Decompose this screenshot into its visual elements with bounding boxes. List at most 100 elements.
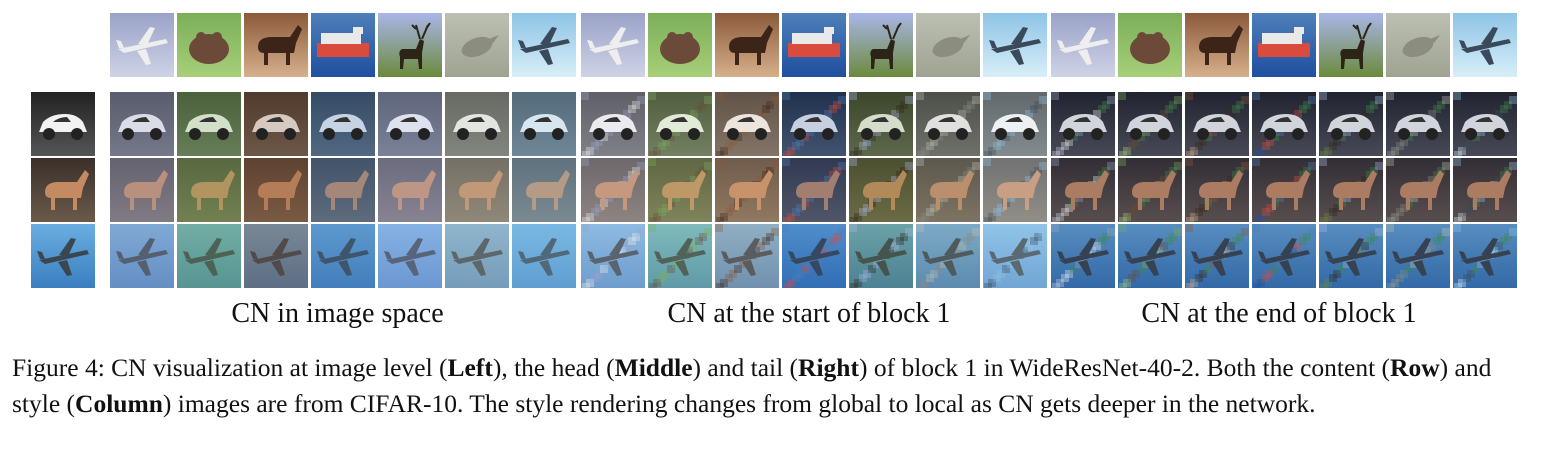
stylized-end-row1-col7 [1453,92,1517,156]
stylized-start-row3-col7 [983,224,1047,288]
style-image-end-1 [1051,13,1115,77]
style-image-start-6 [916,13,980,77]
stylized-start-row3-col2 [648,224,712,288]
style-image-start-7 [983,13,1047,77]
style-image-start-1 [581,13,645,77]
stylized-end-row3-col4 [1252,224,1316,288]
stylized-image-row3-col6 [445,224,509,288]
stylized-image-row1-col2 [177,92,241,156]
caption-text: Figure 4: CN visualization at image leve… [12,353,448,382]
stylized-end-row3-col5 [1319,224,1383,288]
stylized-image-row2-col5 [378,158,442,222]
panel-label-image-space: CN in image space [231,298,444,329]
stylized-end-row3-col6 [1386,224,1450,288]
stylized-end-row1-col1 [1051,92,1115,156]
stylized-image-row1-col1 [110,92,174,156]
caption-bold-row: Row [1390,353,1440,382]
stylized-start-row2-col5 [849,158,913,222]
stylized-end-row3-col1 [1051,224,1115,288]
stylized-image-row2-col2 [177,158,241,222]
content-image-1 [31,92,95,156]
stylized-start-row1-col3 [715,92,779,156]
stylized-end-row1-col3 [1185,92,1249,156]
stylized-end-row3-col7 [1453,224,1517,288]
stylized-start-row2-col6 [916,158,980,222]
style-image-start-4 [782,13,846,77]
stylized-end-row1-col2 [1118,92,1182,156]
stylized-image-row2-col7 [512,158,576,222]
stylized-start-row1-col7 [983,92,1047,156]
style-image-end-5 [1319,13,1383,77]
stylized-start-row1-col4 [782,92,846,156]
stylized-end-row1-col5 [1319,92,1383,156]
style-image-image-7 [512,13,576,77]
stylized-image-row3-col3 [244,224,308,288]
stylized-image-row3-col4 [311,224,375,288]
stylized-image-row3-col5 [378,224,442,288]
stylized-end-row2-col2 [1118,158,1182,222]
stylized-start-row3-col5 [849,224,913,288]
stylized-image-row2-col4 [311,158,375,222]
style-image-end-2 [1118,13,1182,77]
stylized-start-row2-col2 [648,158,712,222]
style-image-end-6 [1386,13,1450,77]
stylized-image-row2-col3 [244,158,308,222]
figure-caption: Figure 4: CN visualization at image leve… [12,350,1540,422]
style-image-end-3 [1185,13,1249,77]
style-image-image-2 [177,13,241,77]
stylized-start-row2-col4 [782,158,846,222]
stylized-end-row2-col4 [1252,158,1316,222]
caption-text: ) images are from CIFAR-10. The style re… [162,389,1316,418]
style-image-image-4 [311,13,375,77]
stylized-image-row3-col1 [110,224,174,288]
caption-bold-right: Right [798,353,859,382]
caption-text: ) of block 1 in WideResNet-40-2. Both th… [858,353,1391,382]
stylized-start-row2-col7 [983,158,1047,222]
stylized-image-row1-col4 [311,92,375,156]
stylized-end-row2-col7 [1453,158,1517,222]
stylized-end-row2-col3 [1185,158,1249,222]
style-image-start-2 [648,13,712,77]
content-image-2 [31,158,95,222]
caption-text: ) and style ( [12,353,1492,418]
caption-bold-middle: Middle [614,353,693,382]
stylized-start-row3-col3 [715,224,779,288]
stylized-end-row2-col6 [1386,158,1450,222]
stylized-image-row3-col7 [512,224,576,288]
style-image-image-1 [110,13,174,77]
stylized-end-row2-col1 [1051,158,1115,222]
style-image-end-7 [1453,13,1517,77]
stylized-start-row3-col6 [916,224,980,288]
stylized-end-row1-col4 [1252,92,1316,156]
stylized-image-row3-col2 [177,224,241,288]
stylized-image-row2-col1 [110,158,174,222]
style-image-image-3 [244,13,308,77]
stylized-image-row1-col5 [378,92,442,156]
stylized-start-row1-col1 [581,92,645,156]
panel-label-block-start: CN at the start of block 1 [667,298,951,329]
stylized-image-row1-col3 [244,92,308,156]
caption-bold-left: Left [447,353,493,382]
stylized-end-row3-col2 [1118,224,1182,288]
stylized-end-row2-col5 [1319,158,1383,222]
stylized-image-row2-col6 [445,158,509,222]
stylized-end-row1-col6 [1386,92,1450,156]
panel-label-block-end: CN at the end of block 1 [1141,298,1417,329]
style-image-start-3 [715,13,779,77]
stylized-start-row2-col1 [581,158,645,222]
caption-bold-column: Column [75,389,163,418]
style-image-image-6 [445,13,509,77]
stylized-image-row1-col7 [512,92,576,156]
stylized-start-row1-col6 [916,92,980,156]
content-image-3 [31,224,95,288]
style-image-end-4 [1252,13,1316,77]
caption-text: ), the head ( [492,353,615,382]
stylized-start-row1-col5 [849,92,913,156]
stylized-start-row3-col4 [782,224,846,288]
stylized-image-row1-col6 [445,92,509,156]
style-image-start-5 [849,13,913,77]
stylized-start-row3-col1 [581,224,645,288]
style-image-image-5 [378,13,442,77]
stylized-start-row2-col3 [715,158,779,222]
stylized-end-row3-col3 [1185,224,1249,288]
